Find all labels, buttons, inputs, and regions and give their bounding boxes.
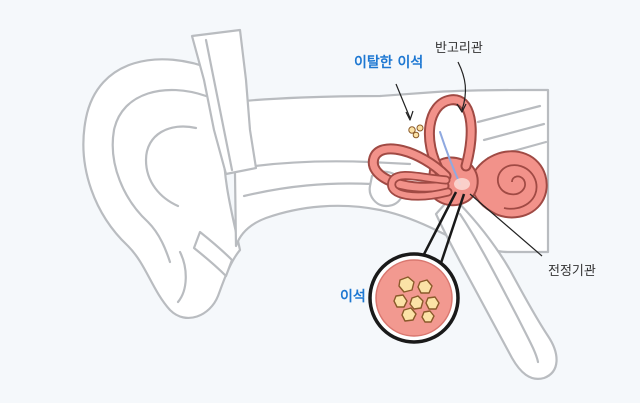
label-otoliths: 이석	[340, 290, 366, 304]
vestibule-highlight	[454, 178, 470, 190]
label-vestibular-organ: 전정기관	[548, 265, 596, 278]
label-semicircular-canals: 반고리관	[435, 42, 483, 55]
label-detached-otoliths: 이탈한 이석	[354, 56, 423, 70]
otolith-crystal	[422, 311, 434, 322]
otolith-crystal	[399, 277, 414, 292]
detached-otolith	[413, 132, 419, 138]
detached-otolith	[417, 125, 423, 131]
